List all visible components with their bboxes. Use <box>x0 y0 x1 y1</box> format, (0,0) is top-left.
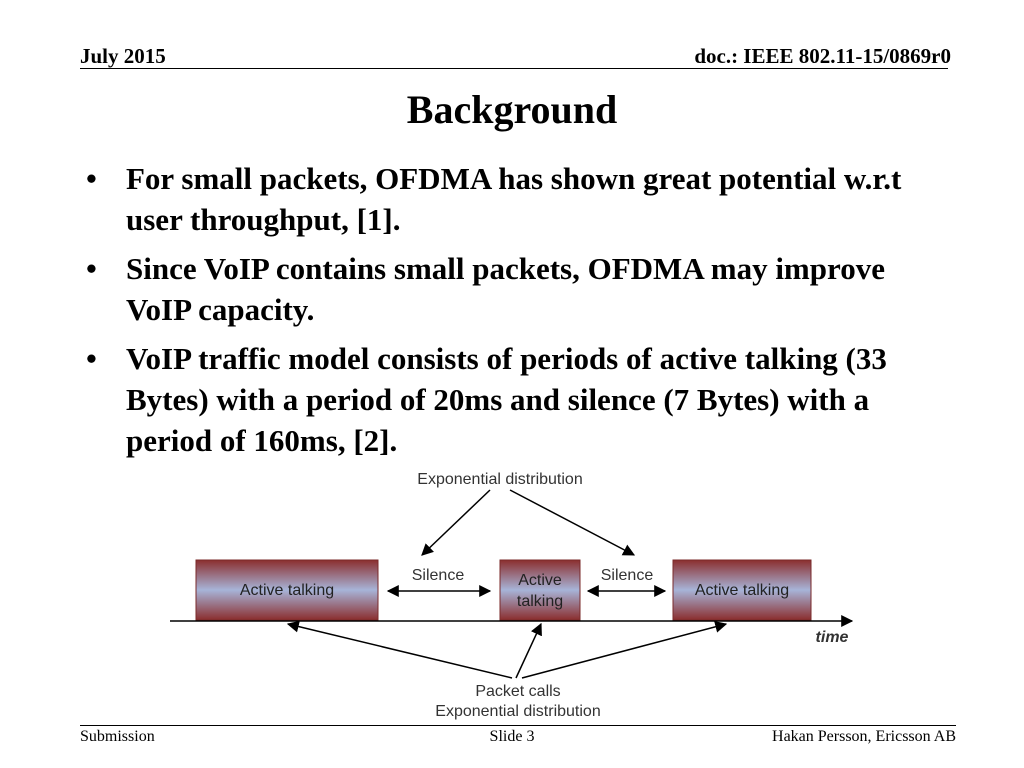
footer-slide-number: Slide 3 <box>489 728 535 745</box>
slide-title: Background <box>406 87 618 132</box>
header-rule <box>80 68 948 69</box>
footer-submission: Submission <box>80 728 155 745</box>
time-axis-label: time <box>816 629 849 646</box>
bottom-distribution-label: Exponential distribution <box>435 703 600 720</box>
bullet-text: For small packets, OFDMA has shown great… <box>126 161 902 237</box>
header-doc-id: doc.: IEEE 802.11-15/0869r0 <box>694 44 951 68</box>
bullet-icon: • <box>86 251 97 286</box>
bullet-text: Since VoIP contains small packets, OFDMA… <box>126 251 885 327</box>
bottom-arrow-right <box>521 620 728 679</box>
packet-calls-label: Packet calls <box>475 683 560 700</box>
active-talking-label-middle-1: Active <box>518 572 562 589</box>
footer-rule <box>80 725 956 726</box>
bullet-list: • For small packets, OFDMA has shown grea… <box>80 158 950 469</box>
active-talking-block-right <box>672 559 812 621</box>
top-distribution-label: Exponential distribution <box>417 471 582 488</box>
bullet-text: VoIP traffic model consists of periods o… <box>126 341 887 458</box>
active-talking-block-middle <box>499 559 581 621</box>
top-arrow-left <box>421 489 491 556</box>
active-talking-block-left <box>195 559 379 621</box>
active-talking-label-middle-2: talking <box>517 593 563 610</box>
header-date: July 2015 <box>80 44 166 68</box>
bullet-icon: • <box>86 341 97 376</box>
bullet-icon: • <box>86 161 97 196</box>
bullet-item: • Since VoIP contains small packets, OFDM… <box>80 248 950 330</box>
bottom-arrow-middle <box>515 622 542 679</box>
silence-label-left: Silence <box>412 567 465 584</box>
active-talking-label-left: Active talking <box>240 582 334 599</box>
voip-traffic-diagram: Exponential distribution Active talking … <box>170 471 854 720</box>
footer-author: Hakan Persson, Ericsson AB <box>772 728 956 745</box>
silence-label-right: Silence <box>601 567 654 584</box>
bullet-item: • For small packets, OFDMA has shown grea… <box>80 158 950 240</box>
bullet-item: • VoIP traffic model consists of periods … <box>80 338 950 461</box>
bottom-arrow-left <box>286 620 513 679</box>
top-arrow-right <box>509 489 636 556</box>
active-talking-label-right: Active talking <box>695 582 789 599</box>
